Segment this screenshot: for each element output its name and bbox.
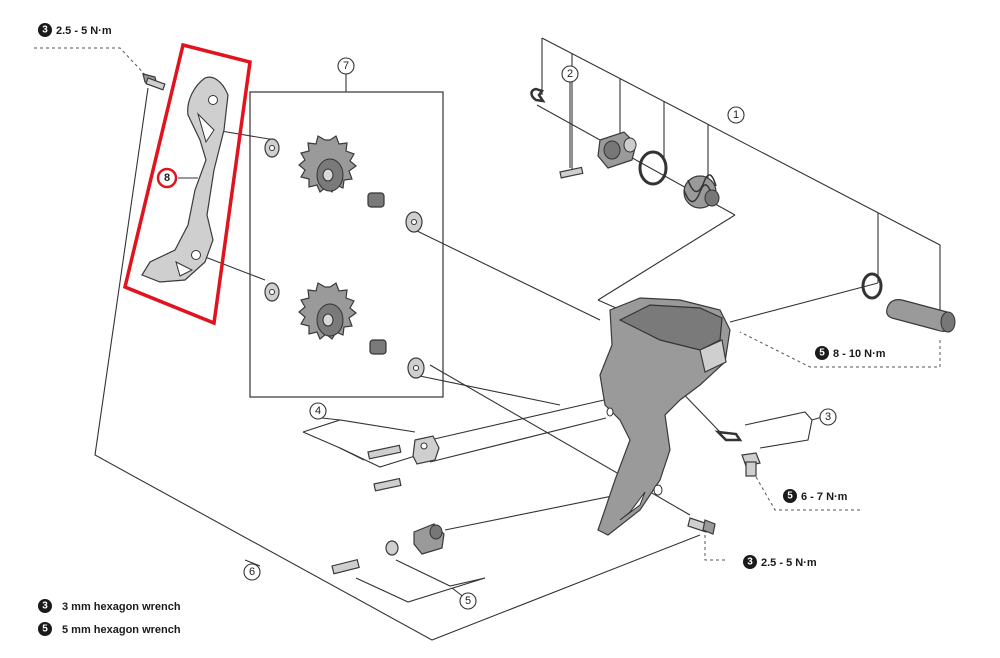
callout-8: 8 bbox=[156, 167, 178, 189]
svg-text:5: 5 bbox=[42, 624, 48, 635]
svg-text:1: 1 bbox=[733, 109, 739, 121]
svg-text:5 mm hexagon wrench: 5 mm hexagon wrench bbox=[62, 624, 181, 636]
stop-screw bbox=[714, 430, 761, 477]
leader-lines bbox=[94, 37, 941, 641]
svg-text:3: 3 bbox=[42, 601, 48, 612]
cage-bolt bbox=[142, 73, 166, 91]
svg-text:4: 4 bbox=[315, 405, 321, 417]
svg-text:3 mm hexagon wrench: 3 mm hexagon wrench bbox=[62, 601, 181, 613]
svg-text:5: 5 bbox=[465, 595, 471, 607]
svg-text:8 - 10 N·m: 8 - 10 N·m bbox=[833, 348, 886, 360]
svg-text:2.5 - 5 N·m: 2.5 - 5 N·m bbox=[761, 557, 817, 569]
pivot-hardware bbox=[530, 87, 956, 333]
callout-5: 5 bbox=[459, 592, 477, 610]
torque-label-mid-right: 5 6 - 7 N·m bbox=[783, 489, 848, 503]
svg-text:6 - 7 N·m: 6 - 7 N·m bbox=[801, 491, 848, 503]
svg-text:2.5 - 5 N·m: 2.5 - 5 N·m bbox=[56, 25, 112, 37]
legend-item-3mm: 3 3 mm hexagon wrench bbox=[38, 599, 181, 613]
torque-label-bottom: 3 2.5 - 5 N·m bbox=[743, 555, 817, 569]
callout-7: 7 bbox=[337, 57, 355, 75]
callout-6: 6 bbox=[243, 563, 261, 581]
svg-text:2: 2 bbox=[567, 68, 573, 80]
callout-2: 2 bbox=[561, 65, 579, 83]
bottom-bolt bbox=[687, 517, 716, 535]
torque-label-right: 5 8 - 10 N·m bbox=[815, 346, 886, 360]
svg-text:3: 3 bbox=[42, 25, 48, 36]
legend-item-5mm: 5 5 mm hexagon wrench bbox=[38, 622, 181, 636]
svg-text:5: 5 bbox=[787, 491, 793, 502]
callout-4: 4 bbox=[309, 402, 327, 420]
torque-label-top-left: 3 2.5 - 5 N·m bbox=[38, 23, 112, 37]
derailleur-body bbox=[597, 297, 731, 536]
pulley-set bbox=[264, 135, 425, 379]
legend: 3 3 mm hexagon wrench 5 5 mm hexagon wre… bbox=[38, 599, 181, 636]
svg-text:3: 3 bbox=[825, 411, 831, 423]
svg-text:5: 5 bbox=[819, 348, 825, 359]
cage-plate bbox=[141, 76, 229, 283]
adjust-bolts bbox=[367, 435, 440, 492]
svg-text:6: 6 bbox=[249, 566, 255, 578]
svg-text:7: 7 bbox=[343, 60, 349, 72]
svg-text:3: 3 bbox=[747, 557, 753, 568]
highlight-frame bbox=[122, 42, 252, 326]
callout-1: 1 bbox=[727, 106, 745, 124]
svg-text:8: 8 bbox=[164, 172, 170, 184]
torque-leaders bbox=[34, 47, 941, 561]
cable-adjuster bbox=[331, 523, 445, 575]
callout-3: 3 bbox=[819, 408, 837, 426]
